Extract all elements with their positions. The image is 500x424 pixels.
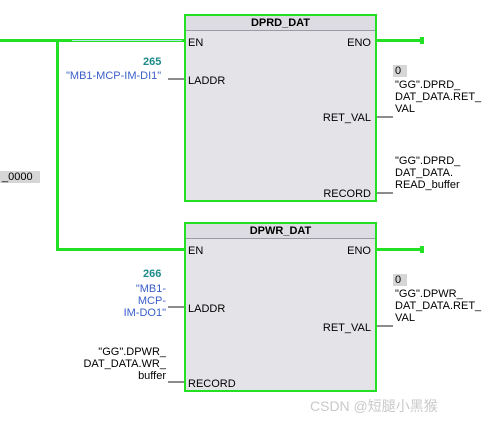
record-tag[interactable]: "GG".DPRD_ DAT_DATA. READ_buffer [395,155,460,191]
record-wire [377,192,393,194]
record-wire [168,381,184,383]
ret-val-tag-line: "GG".DPWR_ [395,288,463,300]
dprd-eno-wire [376,39,422,42]
ret-val-tag-line: VAL [395,312,415,324]
laddr-tag[interactable]: "MB1-MCP- IM-DO1" [110,283,166,319]
ret-val-box[interactable]: 0 [393,274,407,286]
record-tag[interactable]: "GG".DPWR_ DAT_DATA.WR_ buffer [78,346,166,382]
ret-val-pin: RET_VAL [322,322,371,334]
wire-highlight [72,40,182,41]
ret-val-pin: RET_VAL [322,112,371,124]
record-tag-line: DAT_DATA. [395,167,454,179]
ret-val-tag-line: VAL [395,103,415,115]
laddr-wire [168,306,184,308]
laddr-tag-line: IM-DO1" [123,307,166,319]
laddr-value: 265 [143,56,162,68]
record-tag-line: READ_buffer [395,179,460,191]
ret-val-tag[interactable]: "GG".DPWR_ DAT_DATA.RET_ VAL [395,288,481,324]
ret-val-box[interactable]: 0 [393,65,407,77]
block-title: DPWR_DAT [186,224,375,239]
en-pin: EN [188,37,204,49]
branch-vertical-wire [56,39,59,250]
dpwr-dat-block[interactable]: DPWR_DAT EN ENO LADDR RET_VAL RECORD [184,222,377,392]
record-tag-line: DAT_DATA.WR_ [83,358,166,370]
laddr-wire [168,78,184,80]
ret-val-tag-line: "GG".DPRD_ [395,79,461,91]
record-tag-line: "GG".DPRD_ [395,155,461,167]
record-pin: RECORD [188,378,236,390]
en-pin: EN [188,245,204,257]
ret-val-tag-line: DAT_DATA.RET_ [395,300,482,312]
record-tag-line: buffer [138,370,166,382]
dpwr-eno-wire [376,248,422,251]
dprd-dat-block[interactable]: DPRD_DAT EN ENO LADDR RET_VAL RECORD [184,14,377,202]
ret-val-wire [377,325,393,327]
dprd-eno-terminal [420,37,424,44]
ret-val-tag[interactable]: "GG".DPRD_ DAT_DATA.RET_ VAL [395,79,481,115]
laddr-pin: LADDR [188,75,226,87]
branch-to-dpwr-wire [56,248,186,251]
eno-pin: ENO [347,37,371,49]
laddr-value: 266 [143,268,162,280]
ret-val-wire [377,116,393,118]
laddr-pin: LADDR [188,303,226,315]
left-value-box[interactable]: _0000 [0,171,40,183]
laddr-tag-line: "MB1-MCP- [135,283,166,307]
record-tag-line: "GG".DPWR_ [98,346,166,358]
laddr-tag[interactable]: "MB1-MCP-IM-DI1" [66,70,162,82]
record-pin: RECORD [323,188,371,200]
watermark: CSDN @短腿小黑猴 [310,398,438,414]
dpwr-eno-terminal [420,246,424,253]
eno-pin: ENO [347,245,371,257]
block-title: DPRD_DAT [186,16,375,31]
ret-val-tag-line: DAT_DATA.RET_ [395,91,482,103]
